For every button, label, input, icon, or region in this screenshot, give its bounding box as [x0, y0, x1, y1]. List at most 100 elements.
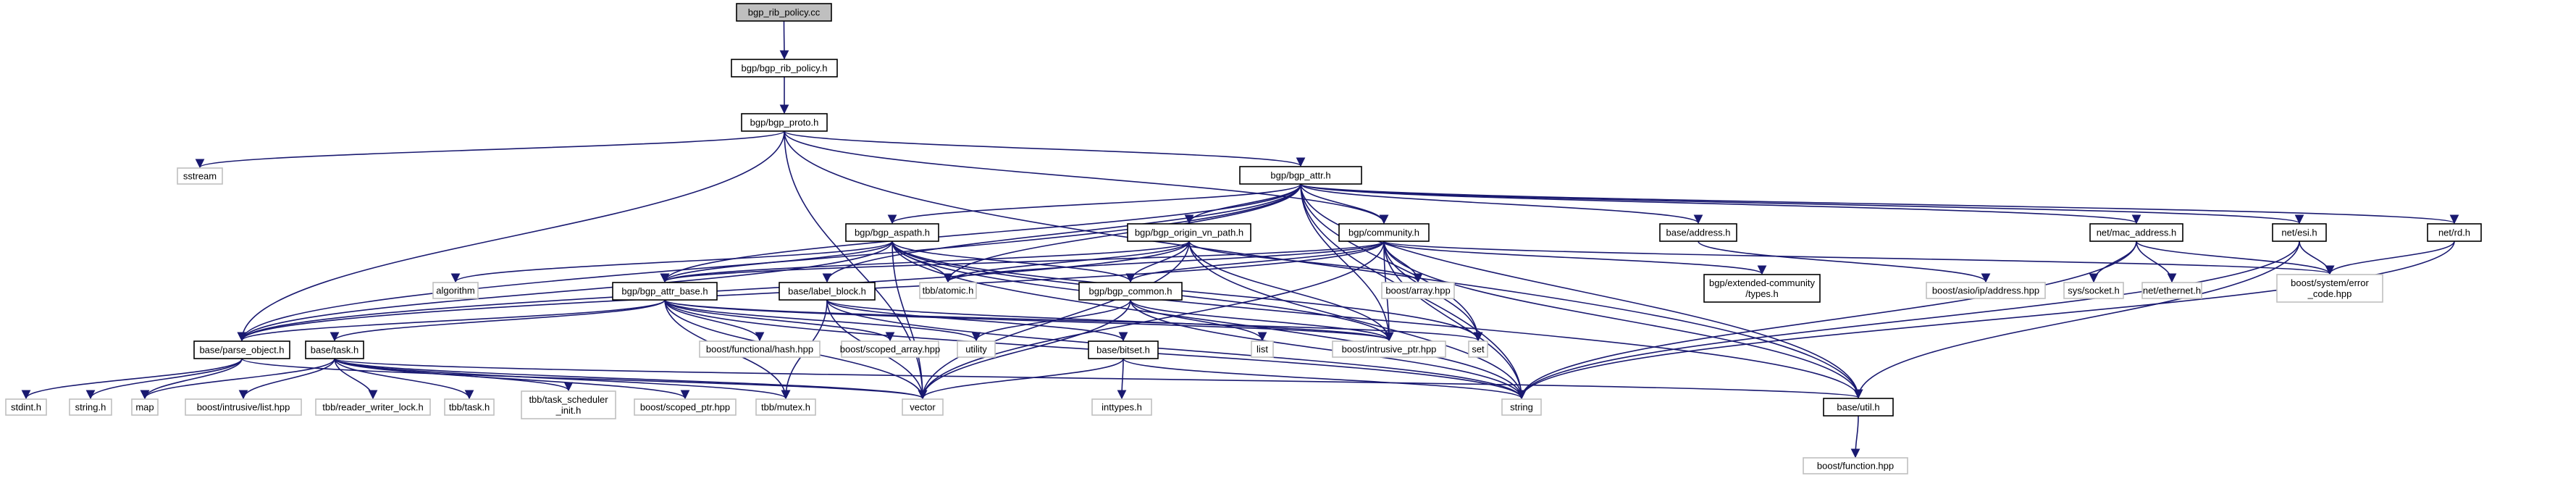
edge-n13-n24	[664, 299, 895, 342]
edge-n6-n27	[1188, 240, 1394, 342]
node-label-n26: list	[1256, 344, 1268, 355]
node-n11[interactable]: net/rd.h	[2427, 223, 2482, 242]
node-n12: algorithm	[432, 282, 479, 299]
edge-n29-n32	[21, 358, 243, 400]
node-box-n21	[2141, 282, 2202, 299]
node-label-n35: boost/intrusive/list.hpp	[197, 402, 290, 413]
node-label-n40: tbb/mutex.h	[761, 402, 810, 413]
node-box-n27	[1332, 340, 1446, 358]
edge-n14-n31	[826, 299, 1128, 342]
node-n0[interactable]: bgp_rib_policy.cc	[736, 3, 832, 22]
node-label-n18: bgp/extended-community	[1709, 277, 1815, 288]
edge-n16-n41	[918, 299, 1131, 400]
node-label-n31: base/bitset.h	[1096, 345, 1150, 356]
edge-n7-n13	[660, 240, 1385, 283]
node-box-n3	[177, 167, 223, 185]
node-box-n13	[612, 282, 718, 301]
node-box-n7	[1338, 223, 1430, 242]
node-n2[interactable]: bgp/bgp_proto.h	[741, 113, 828, 132]
node-box-n35	[185, 398, 302, 416]
node-box-n38	[521, 390, 616, 419]
node-n13[interactable]: bgp/bgp_attr_base.h	[612, 282, 718, 301]
node-n7[interactable]: bgp/community.h	[1338, 223, 1430, 242]
node-n35: boost/intrusive/list.hpp	[185, 398, 302, 416]
edge-n10-n43	[1516, 240, 2300, 400]
node-label-n1: bgp/bgp_rib_policy.h	[741, 63, 827, 74]
node-box-n26	[1251, 340, 1274, 358]
node-n8[interactable]: base/address.h	[1659, 223, 1737, 242]
node-n32: stdint.h	[5, 398, 47, 416]
edge-n6-n13	[660, 240, 1190, 283]
edge-n11-n43	[1516, 240, 2455, 400]
node-label-n36: tbb/reader_writer_lock.h	[322, 402, 423, 413]
node-n9[interactable]: net/mac_address.h	[2089, 223, 2183, 242]
edge-n5-n28	[891, 240, 1483, 342]
node-label-n9: net/mac_address.h	[2097, 227, 2177, 238]
node-box-n20	[2063, 282, 2124, 299]
edge-n4-n8	[1300, 183, 1703, 225]
node-box-n45	[1803, 457, 1908, 474]
node-n33: string.h	[69, 398, 112, 416]
node-n39: boost/scoped_ptr.hpp	[634, 398, 737, 416]
node-box-n11	[2427, 223, 2482, 242]
node-n27: boost/intrusive_ptr.hpp	[1332, 340, 1446, 358]
edge-n9-n20	[2089, 240, 2137, 283]
node-box-n15	[919, 282, 977, 299]
node-n17: boost/array.hpp	[1381, 282, 1455, 299]
edge-n4-n5	[887, 183, 1301, 225]
node-label-n22: _code.hpp	[2307, 288, 2352, 299]
node-label-n38: tbb/task_scheduler	[529, 394, 608, 405]
node-label-n5: bgp/bgp_aspath.h	[855, 227, 930, 238]
edge-n5-n29	[237, 240, 893, 342]
node-n5[interactable]: bgp/bgp_aspath.h	[845, 223, 939, 242]
edge-n9-n22	[2136, 240, 2335, 275]
node-box-n32	[5, 398, 47, 416]
node-label-n32: stdint.h	[11, 402, 41, 413]
node-n28: set	[1468, 340, 1488, 358]
node-box-n17	[1381, 282, 1455, 299]
node-n10[interactable]: net/esi.h	[2272, 223, 2327, 242]
edge-n31-n42	[1117, 358, 1127, 400]
edge-n4-n11	[1300, 183, 2459, 225]
node-box-n33	[69, 398, 112, 416]
edge-n7-n44	[1383, 240, 1863, 399]
edge-n4-n10	[1300, 183, 2304, 225]
node-n18[interactable]: bgp/extended-community/types.h	[1703, 274, 1821, 303]
node-n30[interactable]: base/task.h	[305, 340, 364, 359]
edge-n13-n23	[664, 299, 765, 342]
node-label-n39: boost/scoped_ptr.hpp	[640, 402, 730, 413]
edge-n9-n21	[2136, 240, 2177, 283]
node-label-n8: base/address.h	[1666, 227, 1731, 238]
node-label-n14: base/label_block.h	[788, 286, 866, 297]
edge-n6-n43	[1188, 240, 1527, 400]
edge-n30-n36	[334, 358, 378, 400]
node-label-n6: bgp/bgp_origin_vn_path.h	[1135, 227, 1243, 238]
edge-n31-n43	[1123, 358, 1527, 400]
node-n16[interactable]: bgp/bgp_common.h	[1078, 282, 1183, 301]
node-box-n43	[1501, 398, 1542, 416]
node-label-n0: bgp_rib_policy.cc	[748, 7, 821, 18]
node-n44[interactable]: base/util.h	[1823, 398, 1894, 417]
edge-n8-n19	[1698, 240, 1991, 283]
node-label-n37: tbb/task.h	[449, 402, 490, 413]
node-n6[interactable]: bgp/bgp_origin_vn_path.h	[1127, 223, 1251, 242]
node-label-n28: set	[1472, 344, 1485, 355]
node-n31[interactable]: base/bitset.h	[1088, 340, 1159, 359]
node-n29[interactable]: base/parse_object.h	[193, 340, 290, 359]
edge-n4-n15	[943, 183, 1301, 283]
edge-n7-n41	[918, 240, 1385, 400]
edge-n2-n4	[784, 130, 1306, 167]
node-n1[interactable]: bgp/bgp_rib_policy.h	[731, 59, 838, 78]
node-label-n20: sys/socket.h	[2068, 285, 2120, 296]
node-box-n42	[1091, 398, 1152, 416]
node-box-n2	[741, 113, 828, 132]
node-label-n2: bgp/bgp_proto.h	[750, 117, 819, 128]
node-label-n18: /types.h	[1745, 288, 1779, 299]
node-n4[interactable]: bgp/bgp_attr.h	[1239, 166, 1362, 185]
node-box-n31	[1088, 340, 1159, 359]
node-n14[interactable]: base/label_block.h	[779, 282, 876, 301]
edge-n7-n16	[1125, 240, 1385, 283]
node-n20: sys/socket.h	[2063, 282, 2124, 299]
node-box-n23	[699, 340, 821, 358]
edge-n10-n44	[1853, 240, 2300, 399]
